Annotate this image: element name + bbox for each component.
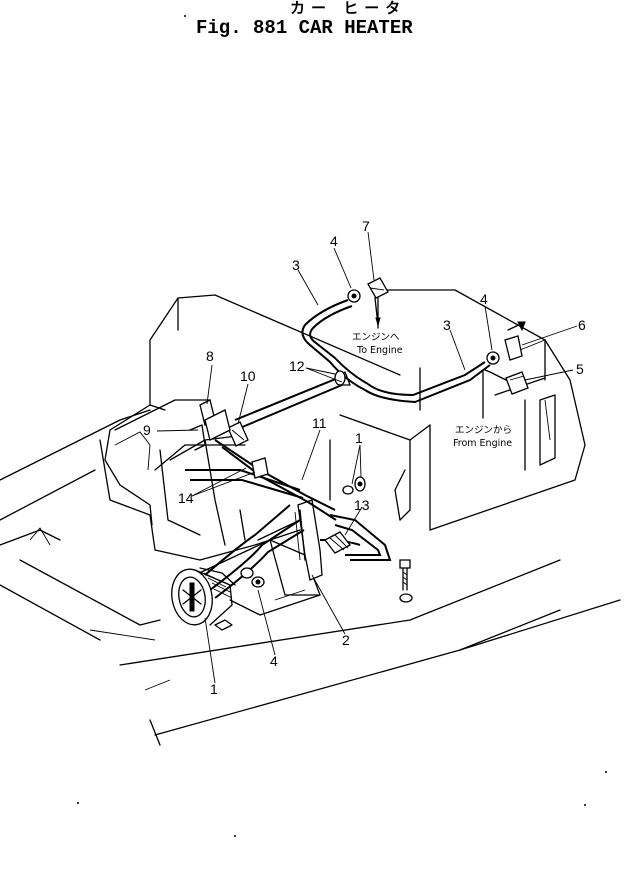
note-to-engine-en: To Engine [356, 345, 403, 356]
callout-labels: 4 7 3 4 3 6 5 12 8 10 9 11 1 14 13 2 4 1 [143, 218, 586, 697]
elbow-8-9 [189, 399, 231, 451]
callout-2: 2 [342, 632, 350, 648]
callout-4-bottom: 4 [270, 653, 278, 669]
machine-body-outline [0, 289, 621, 746]
callout-1-bottom: 1 [210, 681, 218, 697]
callout-7: 7 [362, 218, 370, 234]
callout-13: 13 [354, 497, 370, 513]
title-japanese: カー ヒータ [290, 0, 406, 17]
valve-13 [324, 531, 351, 554]
callout-6: 6 [578, 317, 586, 333]
nut-washer-bottom [240, 567, 265, 588]
callout-3-left: 3 [292, 257, 300, 273]
nut-top-right [486, 351, 500, 365]
heater-hoses [185, 289, 546, 599]
callout-14: 14 [178, 490, 194, 506]
callout-3-right: 3 [443, 317, 451, 333]
fitting-5 [489, 371, 529, 395]
callout-11: 11 [312, 415, 327, 431]
engine-flow-notes: エンジンへ To Engine エンジンから From Engine [352, 332, 512, 449]
valve-6 [504, 321, 526, 361]
scan-specks [77, 15, 607, 837]
callout-10: 10 [240, 368, 256, 384]
clamp-12 [334, 370, 346, 386]
grommet-14 [251, 457, 269, 479]
callout-4-top-left: 4 [330, 233, 338, 249]
note-from-engine-jp: エンジンから [455, 425, 512, 436]
callout-12: 12 [289, 358, 305, 374]
figure-title: Fig. 881 CAR HEATER [196, 17, 413, 39]
note-from-engine-en: From Engine [453, 438, 512, 449]
callout-4-top-right: 4 [480, 291, 488, 307]
nut-top-left [347, 289, 361, 303]
heater-unit [171, 567, 236, 631]
flow-arrows [377, 297, 484, 419]
leader-lines [156, 231, 578, 684]
note-to-engine-jp: エンジンへ [352, 332, 400, 343]
bolt [399, 559, 413, 603]
callout-5: 5 [576, 361, 584, 377]
callout-9: 9 [143, 422, 151, 438]
callout-8: 8 [206, 348, 214, 364]
clamp-10 [227, 421, 249, 447]
callout-1-top: 1 [355, 430, 363, 446]
nut-washer-upper [342, 476, 366, 495]
